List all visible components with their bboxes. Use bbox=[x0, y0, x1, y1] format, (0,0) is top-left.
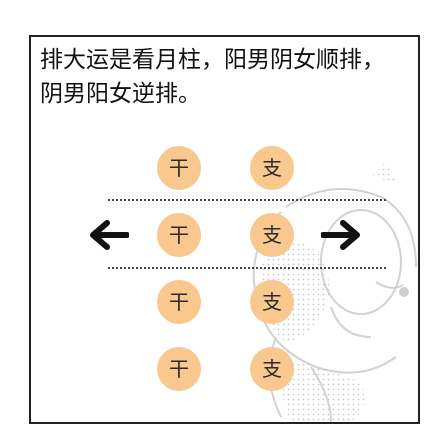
zhi-label: 支 bbox=[262, 223, 282, 247]
zhi-disc-2: 支 bbox=[250, 213, 294, 257]
gan-disc-3: 干 bbox=[157, 280, 201, 324]
arrow-right-icon bbox=[321, 220, 360, 250]
gan-label: 干 bbox=[169, 357, 189, 381]
gan-label: 干 bbox=[169, 156, 189, 180]
zhi-disc-4: 支 bbox=[250, 347, 294, 391]
arrow-left-icon bbox=[90, 220, 129, 250]
zhi-disc-1: 支 bbox=[250, 146, 294, 190]
gan-disc-2: 干 bbox=[157, 213, 201, 257]
zhi-label: 支 bbox=[262, 290, 282, 314]
caption-text: 排大运是看月柱，阳男阴女顺排， 阴男阳女逆排。 bbox=[40, 43, 412, 111]
gan-disc-1: 干 bbox=[157, 146, 201, 190]
separator-line-bottom bbox=[108, 267, 386, 269]
caption-line-1: 排大运是看月柱，阳男阴女顺排， bbox=[40, 47, 385, 73]
diagram-panel: 排大运是看月柱，阳男阴女顺排， 阴男阳女逆排。 干 支 干 支 干 支 干 支 bbox=[29, 35, 420, 424]
gan-label: 干 bbox=[169, 223, 189, 247]
separator-line-top bbox=[108, 199, 386, 201]
caption-line-2: 阴男阳女逆排。 bbox=[40, 81, 201, 107]
gan-disc-4: 干 bbox=[157, 347, 201, 391]
zhi-disc-3: 支 bbox=[250, 280, 294, 324]
zhi-label: 支 bbox=[262, 357, 282, 381]
gan-label: 干 bbox=[169, 290, 189, 314]
zhi-label: 支 bbox=[262, 156, 282, 180]
